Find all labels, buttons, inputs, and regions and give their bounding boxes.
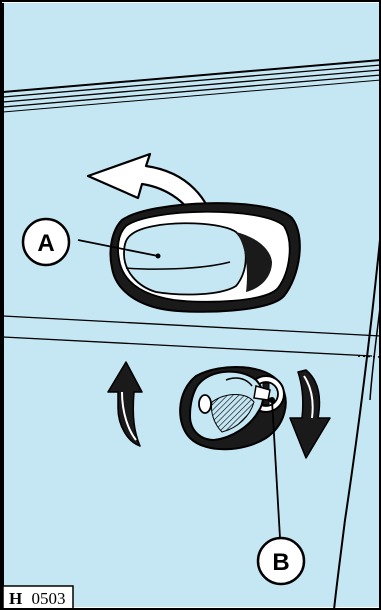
figure-code-box: H 0503 bbox=[3, 586, 73, 610]
callout-b-label: B bbox=[272, 549, 289, 576]
handle-grip bbox=[124, 223, 246, 294]
figure-code-prefix: H bbox=[9, 589, 22, 608]
callout-a: A bbox=[23, 219, 69, 265]
callout-b-dot bbox=[269, 397, 275, 403]
door-handle bbox=[110, 203, 299, 312]
callout-a-dot bbox=[156, 254, 161, 259]
callout-b: B bbox=[258, 538, 304, 584]
figure-code: H 0503 bbox=[9, 589, 65, 608]
callout-a-label: A bbox=[37, 230, 54, 257]
figure-code-number: 0503 bbox=[31, 589, 65, 608]
key-ring-hole bbox=[199, 395, 211, 413]
